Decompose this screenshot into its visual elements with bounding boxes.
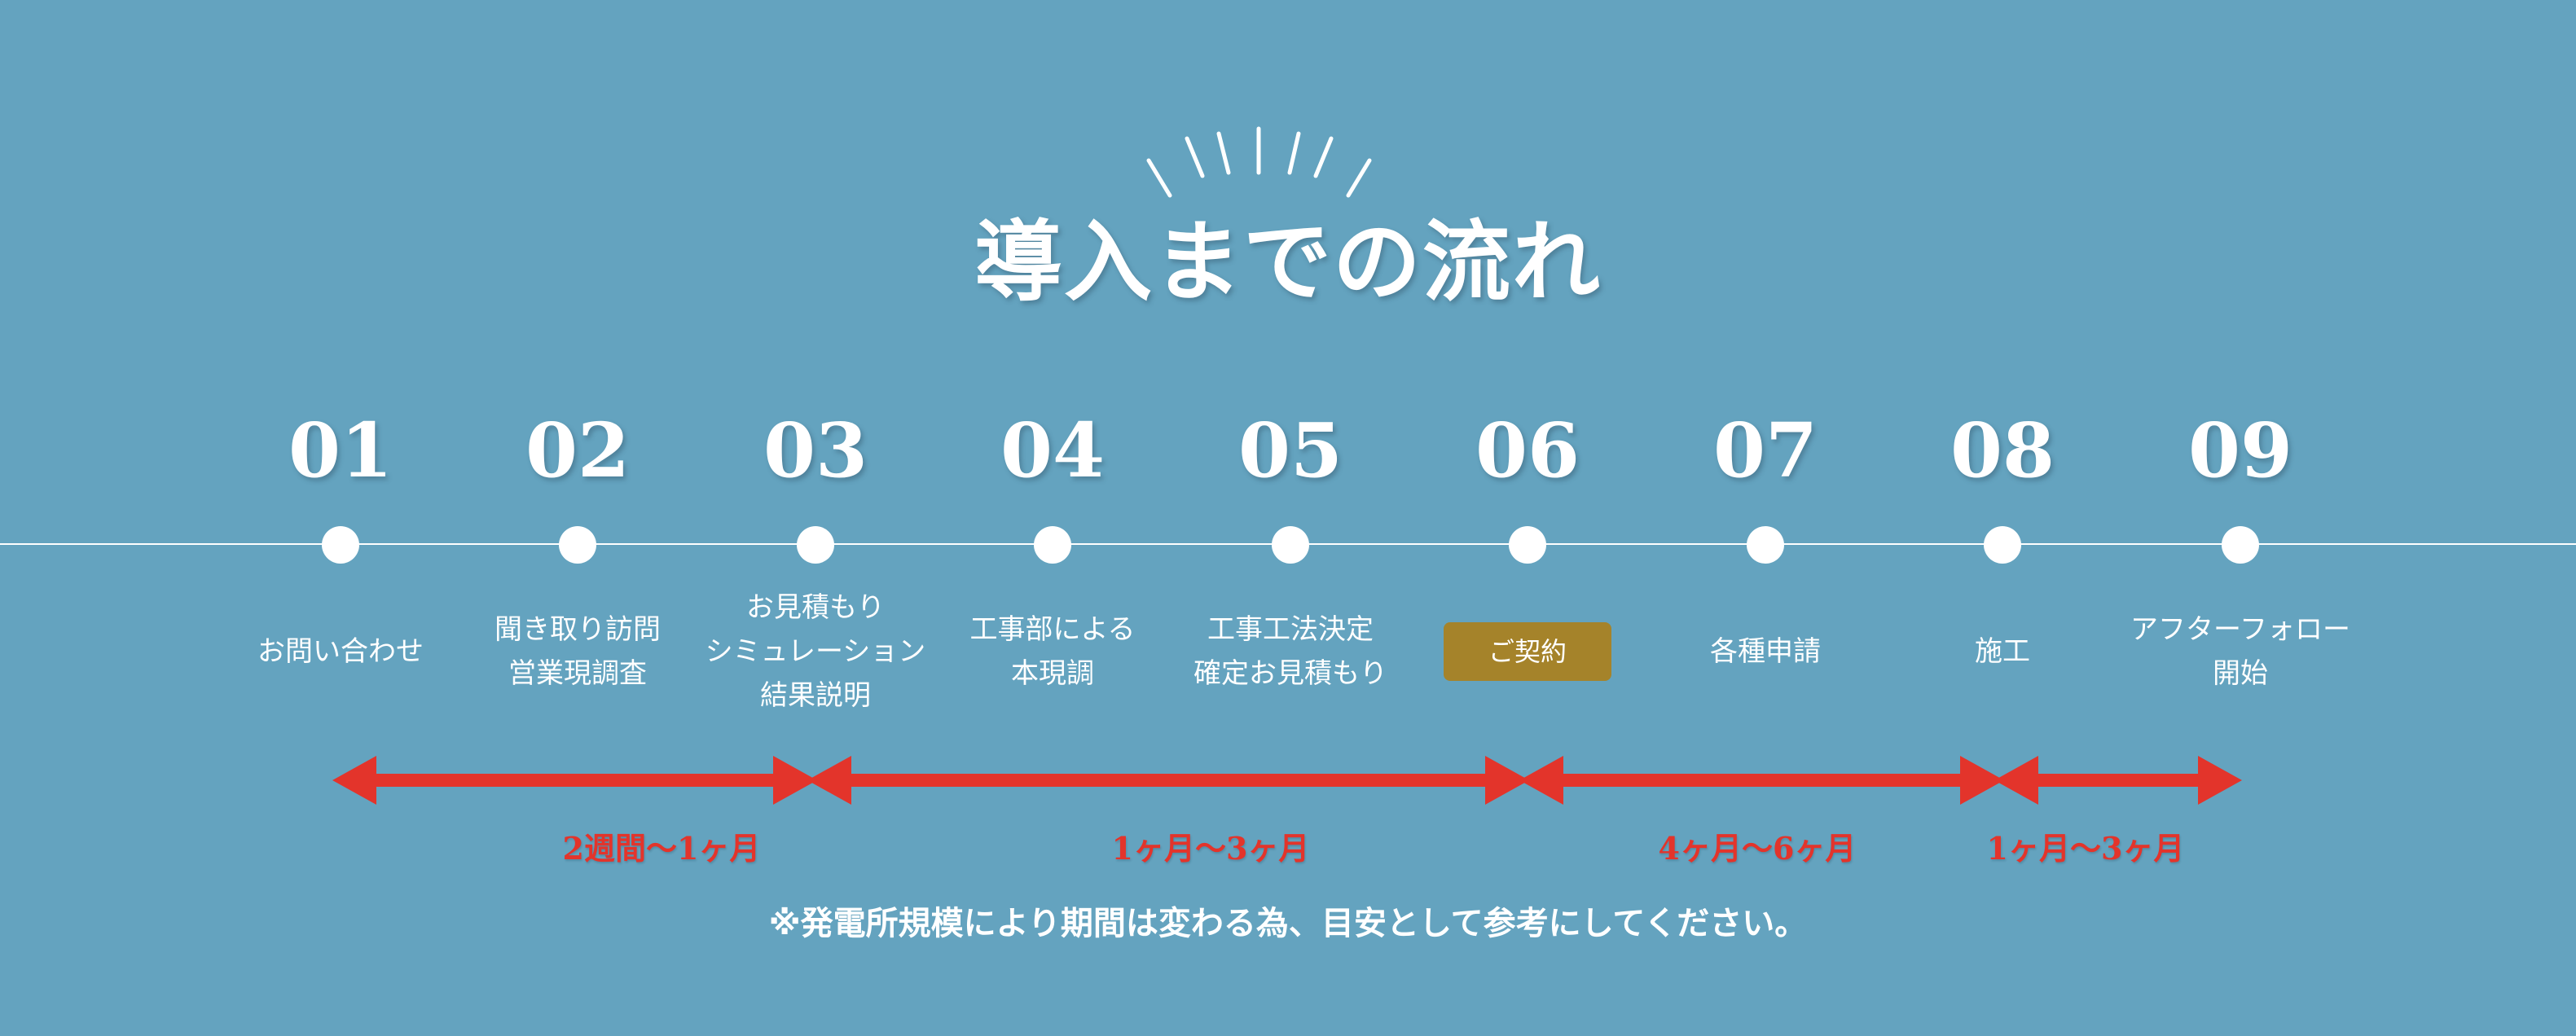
step-dot	[1747, 526, 1784, 564]
step-label-box: 各種申請	[1627, 570, 1904, 733]
step-number: 07	[1712, 406, 1818, 494]
step-label-box: 工事工法決定 確定お見積もり	[1152, 570, 1429, 733]
step-dot	[1509, 526, 1546, 564]
step-label: お見積もり シミュレーション 結果説明	[705, 591, 926, 712]
step-label: 工事部による 本現調	[969, 613, 1136, 690]
step-label: アフターフォロー 開始	[2130, 613, 2350, 690]
step-label: お問い合わせ	[257, 635, 424, 668]
page-title: 導入までの流れ	[974, 211, 1602, 314]
step-label-box: 施工	[1864, 570, 2141, 733]
step-number: 02	[525, 406, 631, 494]
duration-arrow-2	[807, 756, 1529, 805]
step-number: 03	[763, 406, 868, 494]
step-dot	[1984, 526, 2021, 564]
step-dot	[322, 526, 359, 564]
duration-label: 1ヶ月〜3ヶ月	[1111, 830, 1310, 867]
double-arrow-icon	[332, 756, 817, 805]
step-dot	[1034, 526, 1071, 564]
step-label-box: お見積もり シミュレーション 結果説明	[677, 570, 954, 733]
contract-badge: ご契約	[1444, 622, 1611, 681]
step-number: 09	[2187, 406, 2293, 494]
duration-arrow-1	[332, 756, 817, 805]
step-dot	[1272, 526, 1309, 564]
duration-arrow-3	[1519, 756, 2004, 805]
step-label-box: 工事部による 本現調	[914, 570, 1191, 733]
step-label: 各種申請	[1710, 635, 1821, 668]
step-number: 05	[1237, 406, 1343, 494]
double-arrow-icon	[1519, 756, 2004, 805]
step-number: 01	[288, 406, 393, 494]
duration-label: 1ヶ月〜3ヶ月	[1986, 830, 2185, 867]
step-label-box: お問い合わせ	[202, 570, 479, 733]
step-label: 施工	[1975, 635, 2030, 668]
step-dot	[559, 526, 596, 564]
step-label-box: 聞き取り訪問 営業現調査	[439, 570, 716, 733]
step-number: 04	[1000, 406, 1106, 494]
duration-arrow-4	[1994, 756, 2242, 805]
duration-label: 4ヶ月〜6ヶ月	[1658, 830, 1857, 867]
step-number: 06	[1475, 406, 1580, 494]
step-dot	[797, 526, 834, 564]
step-label: 工事工法決定 確定お見積もり	[1193, 613, 1387, 690]
double-arrow-icon	[1994, 756, 2242, 805]
step-label: 聞き取り訪問 営業現調査	[495, 613, 661, 690]
step-number: 08	[1950, 406, 2055, 494]
note-text: ※発電所規模により期間は変わる為、目安として参考にしてください。	[768, 905, 1808, 942]
duration-label: 2週間〜1ヶ月	[562, 830, 761, 867]
step-label-box: ご契約	[1389, 570, 1666, 733]
double-arrow-icon	[807, 756, 1529, 805]
step-label-box: アフターフォロー 開始	[2102, 570, 2379, 733]
step-dot	[2222, 526, 2259, 564]
